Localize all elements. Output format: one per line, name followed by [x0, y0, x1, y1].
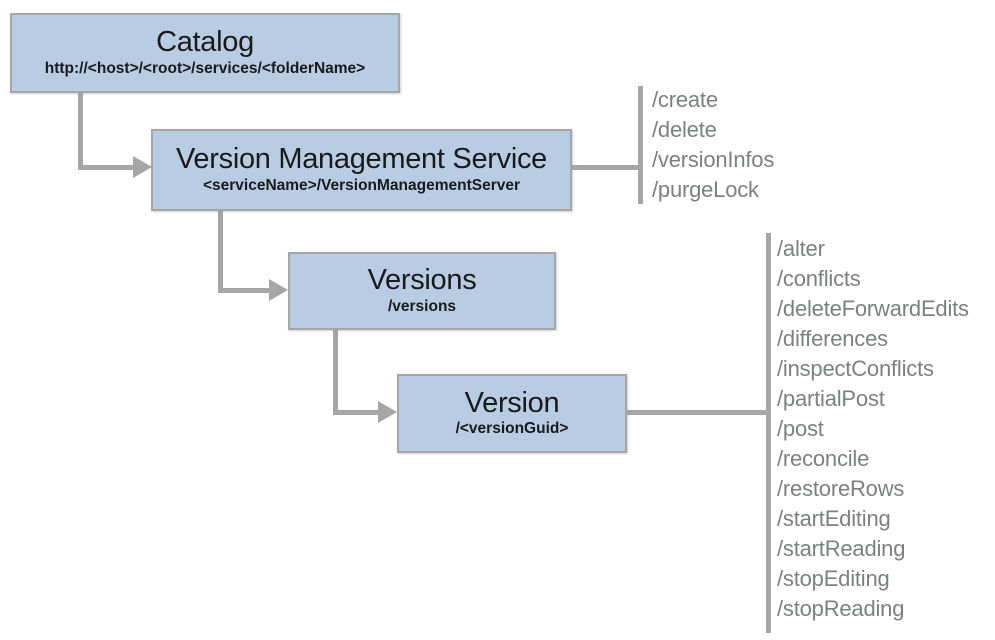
operation-item: /alter	[777, 236, 825, 261]
vms-operations-list: /create /delete /versionInfos /purgeLock	[652, 85, 774, 205]
operation-item: /purgeLock	[652, 177, 759, 202]
connector-vms-operations-horizontal	[571, 165, 638, 170]
operation-item: /post	[777, 416, 824, 441]
connector-vms-versions-vertical	[218, 210, 223, 293]
connector-version-operations-horizontal	[626, 410, 766, 415]
operation-item: /create	[652, 87, 718, 112]
operation-item: /reconcile	[777, 446, 870, 471]
version-operations-list: /alter /conflicts /deleteForwardEdits /d…	[777, 234, 969, 624]
connector-versions-version-horizontal	[333, 410, 379, 415]
node-vms-subtitle: <serviceName>/VersionManagementServer	[202, 176, 521, 194]
connector-catalog-vms-vertical	[78, 92, 83, 170]
arrowhead-right-icon	[269, 279, 288, 301]
node-catalog-title: Catalog	[156, 26, 254, 59]
arrowhead-right-icon	[378, 401, 397, 423]
version-operations-bracket-bar	[766, 233, 771, 633]
node-versions: Versions /versions	[288, 252, 556, 330]
operation-item: /delete	[652, 117, 717, 142]
node-version: Version /<versionGuid>	[397, 374, 627, 453]
operation-item: /restoreRows	[777, 476, 905, 501]
connector-catalog-vms-horizontal	[78, 165, 134, 170]
node-version-management-service: Version Management Service <serviceName>…	[151, 129, 572, 211]
operation-item: /conflicts	[777, 266, 861, 291]
arrowhead-right-icon	[133, 156, 152, 178]
connector-vms-versions-horizontal	[218, 288, 270, 293]
node-catalog-subtitle: http://<host>/<root>/services/<folderNam…	[44, 59, 366, 77]
connector-versions-version-vertical	[333, 329, 338, 415]
node-version-subtitle: /<versionGuid>	[455, 420, 569, 438]
node-vms-title: Version Management Service	[175, 143, 547, 176]
node-versions-title: Versions	[367, 264, 477, 297]
operation-item: /deleteForwardEdits	[777, 296, 969, 321]
vms-operations-bracket-bar	[638, 86, 643, 204]
node-versions-subtitle: /versions	[387, 297, 457, 315]
operation-item: /inspectConflicts	[777, 356, 934, 381]
operation-item: /startReading	[777, 536, 906, 561]
operation-item: /startEditing	[777, 506, 891, 531]
operation-item: /partialPost	[777, 386, 885, 411]
operation-item: /stopEditing	[777, 566, 890, 591]
operation-item: /stopReading	[777, 596, 905, 621]
node-catalog: Catalog http://<host>/<root>/services/<f…	[10, 13, 400, 93]
node-version-title: Version	[464, 386, 560, 419]
operation-item: /versionInfos	[652, 147, 775, 172]
operation-item: /differences	[777, 326, 888, 351]
